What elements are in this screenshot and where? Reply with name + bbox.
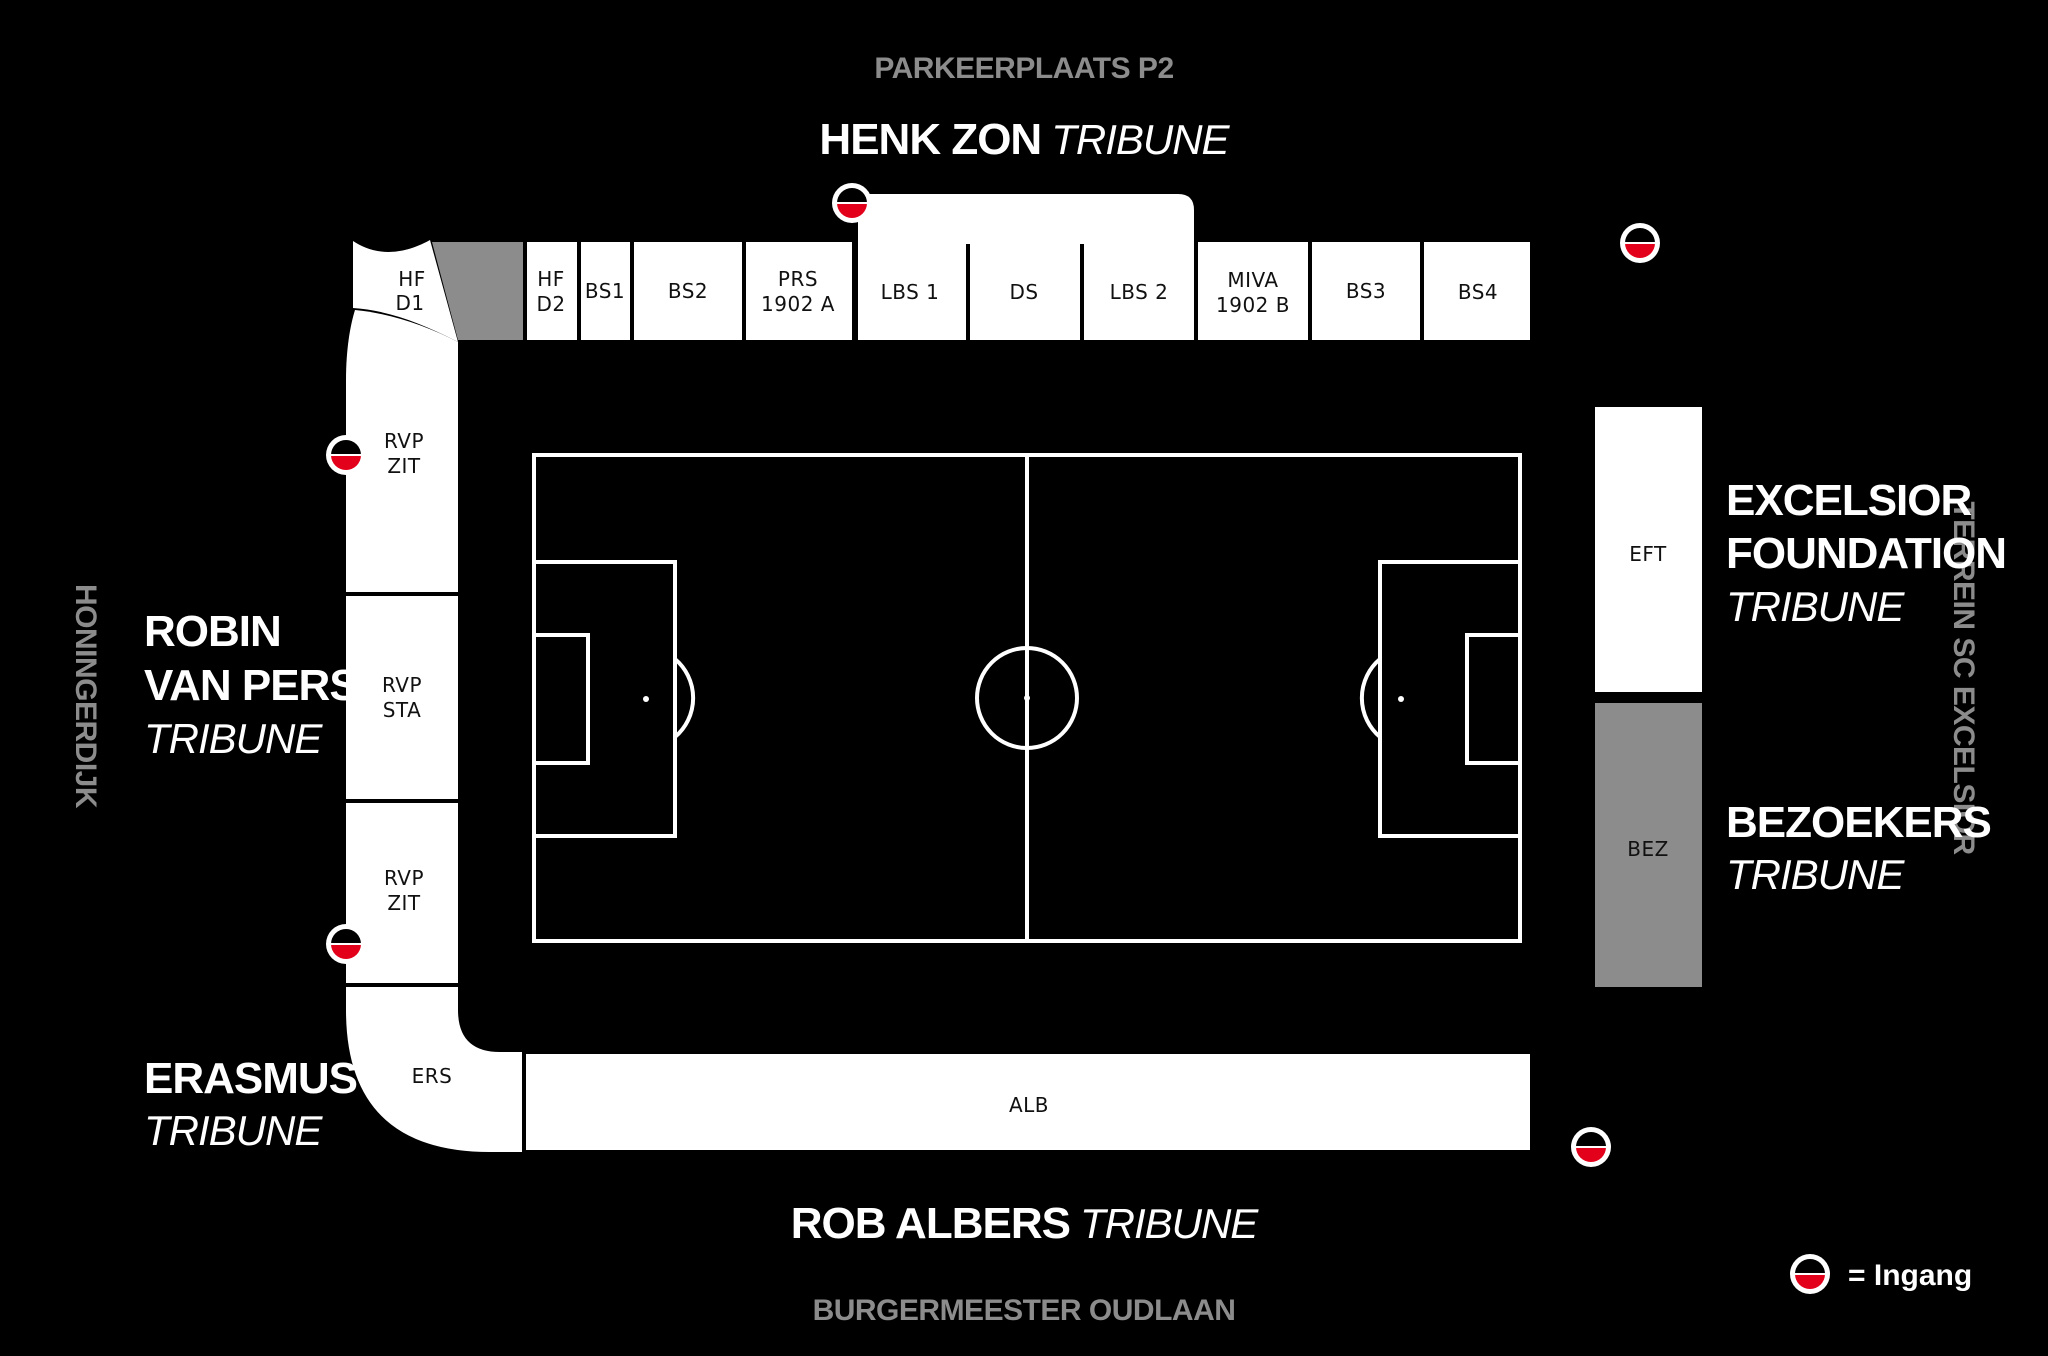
section-hf-d1[interactable] [353,240,458,342]
svg-text:DS: DS [1009,280,1038,304]
section-rvp-zit-top[interactable] [346,310,458,592]
entrance-icon [1790,1254,1830,1294]
svg-text:1902 B: 1902 B [1216,293,1290,317]
section-hf-d2[interactable] [527,242,577,340]
legend: = Ingang [1790,1254,1972,1294]
left-penalty-arc [673,657,696,739]
section-alb[interactable] [526,1054,1530,1150]
north-stand [353,194,1530,342]
svg-text:BS1: BS1 [585,279,625,303]
svg-text:ERS: ERS [412,1064,453,1088]
entrance-icon[interactable] [1620,223,1660,263]
svg-text:TRIBUNE: TRIBUNE [1726,583,1905,630]
svg-text:ALB: ALB [1009,1093,1049,1117]
entrance-icon[interactable] [1571,1127,1611,1167]
section-prs-1902a[interactable] [746,242,852,340]
svg-text:HF: HF [537,267,565,291]
svg-text:BEZ: BEZ [1627,837,1669,861]
center-spot [1024,695,1030,701]
svg-text:D2: D2 [536,292,565,316]
svg-text:BS3: BS3 [1346,279,1386,303]
section-eft[interactable] [1595,407,1702,692]
street-bottom-label: BURGERMEESTER OUDLAAN [813,1294,1236,1327]
svg-text:BS2: BS2 [668,279,708,303]
right-penalty-arc [1359,657,1382,739]
entrance-icon[interactable] [832,183,872,223]
erasmus-stand-title: ERASMUS TRIBUNE [144,1054,358,1154]
section-bez[interactable] [1595,703,1702,987]
svg-text:BS4: BS4 [1458,280,1498,304]
svg-text:RVP: RVP [382,673,422,697]
section-ds-block [858,194,1194,340]
svg-text:LBS 2: LBS 2 [1110,280,1169,304]
svg-text:ERASMUS: ERASMUS [144,1054,357,1103]
section-bs2[interactable] [634,242,742,340]
svg-text:STA: STA [383,698,422,722]
entrance-icon[interactable] [326,924,366,964]
entrance-icon[interactable] [326,435,366,475]
svg-text:ROBIN: ROBIN [144,607,281,656]
svg-text:ZIT: ZIT [387,891,421,915]
section-bs3[interactable] [1312,242,1420,340]
right-penalty-spot [1398,696,1404,702]
svg-text:RVP: RVP [384,866,424,890]
left-penalty-spot [643,696,649,702]
svg-text:BEZOEKERS: BEZOEKERS [1726,798,1991,847]
street-right-label: TERREIN SC EXCELSIOR [1947,501,1980,855]
svg-text:EFT: EFT [1629,542,1667,566]
street-top-label: PARKEERPLAATS P2 [874,52,1173,85]
legend-label: = Ingang [1848,1259,1972,1292]
svg-text:TRIBUNE: TRIBUNE [144,715,323,762]
excelsior-foundation-stand-title: EXCELSIOR FOUNDATION TRIBUNE [1726,476,2007,630]
left-goal-area [532,633,590,765]
section-miva-1902b[interactable] [1198,242,1308,340]
west-stand [346,310,522,1152]
svg-text:EXCELSIOR: EXCELSIOR [1726,476,1971,525]
svg-text:FOUNDATION: FOUNDATION [1726,529,2006,578]
svg-text:RVP: RVP [384,429,424,453]
svg-text:HF: HF [398,267,426,291]
left-penalty-area [532,560,677,838]
street-left-label: HONINGERDIJK [69,584,102,809]
svg-text:PRS: PRS [778,267,818,291]
center-circle [975,646,1079,750]
bezoekers-stand-title: BEZOEKERS TRIBUNE [1726,798,1992,898]
svg-text:TRIBUNE: TRIBUNE [1726,851,1905,898]
section-rvp-zit-bottom[interactable] [346,803,458,983]
section-away-corner [432,242,523,340]
svg-text:LBS 1: LBS 1 [881,280,940,304]
svg-text:D1: D1 [395,291,424,315]
section-bs1[interactable] [581,242,630,340]
section-ers[interactable] [346,987,522,1152]
section-rvp-sta[interactable] [346,596,458,799]
svg-text:MIVA: MIVA [1227,268,1278,292]
right-goal-area [1465,633,1522,765]
section-labels: HF D1 HF D2 BS1 BS2 PRS 1902 A LBS 1 DS … [382,267,1669,1117]
section-bs4[interactable] [1424,242,1530,340]
svg-text:TRIBUNE: TRIBUNE [144,1107,323,1154]
svg-text:ZIT: ZIT [387,454,421,478]
svg-text:1902 A: 1902 A [761,292,835,316]
